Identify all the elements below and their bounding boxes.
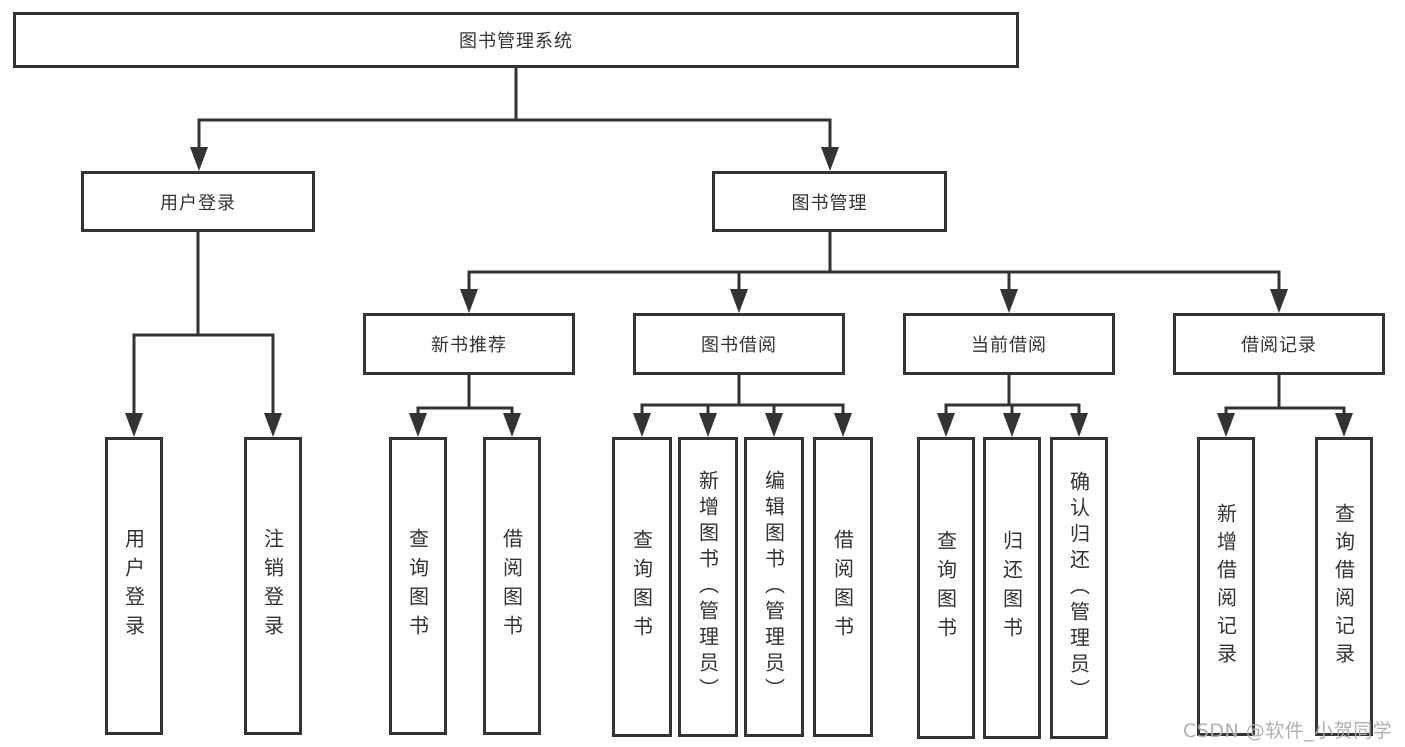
node-records-query-record: 查询借阅记录: [1315, 437, 1373, 736]
node-current-return-book: 归还图书: [983, 437, 1041, 739]
node-rec-borrow-book: 借阅图书: [483, 437, 541, 735]
node-borrow-add-book-admin: 新增图书（管理员）: [678, 437, 738, 737]
node-root-system: 图书管理系统: [13, 12, 1019, 68]
node-current-confirm-return-admin: 确认归还（管理员）: [1050, 437, 1108, 739]
node-borrow-query-book: 查询图书: [612, 437, 672, 737]
node-borrow-edit-book-admin: 编辑图书（管理员）: [744, 437, 804, 737]
arrowheads: [125, 147, 1353, 437]
node-records-add-record: 新增借阅记录: [1197, 437, 1255, 736]
node-user-login-group: 用户登录: [81, 171, 315, 232]
node-book-management: 图书管理: [712, 171, 947, 232]
csdn-watermark: CSDN @软件_小贺同学: [1183, 720, 1393, 742]
node-book-borrowing: 图书借阅: [633, 313, 845, 375]
node-current-query-book: 查询图书: [917, 437, 975, 739]
node-borrowing-records: 借阅记录: [1173, 313, 1385, 375]
node-user-login-leaf: 用户登录: [105, 437, 163, 735]
node-borrow-borrow-book: 借阅图书: [813, 437, 873, 737]
node-current-borrowing: 当前借阅: [903, 313, 1115, 375]
node-logout: 注销登录: [244, 437, 302, 735]
node-rec-query-book: 查询图书: [389, 437, 447, 735]
node-new-book-recommend: 新书推荐: [363, 313, 575, 375]
